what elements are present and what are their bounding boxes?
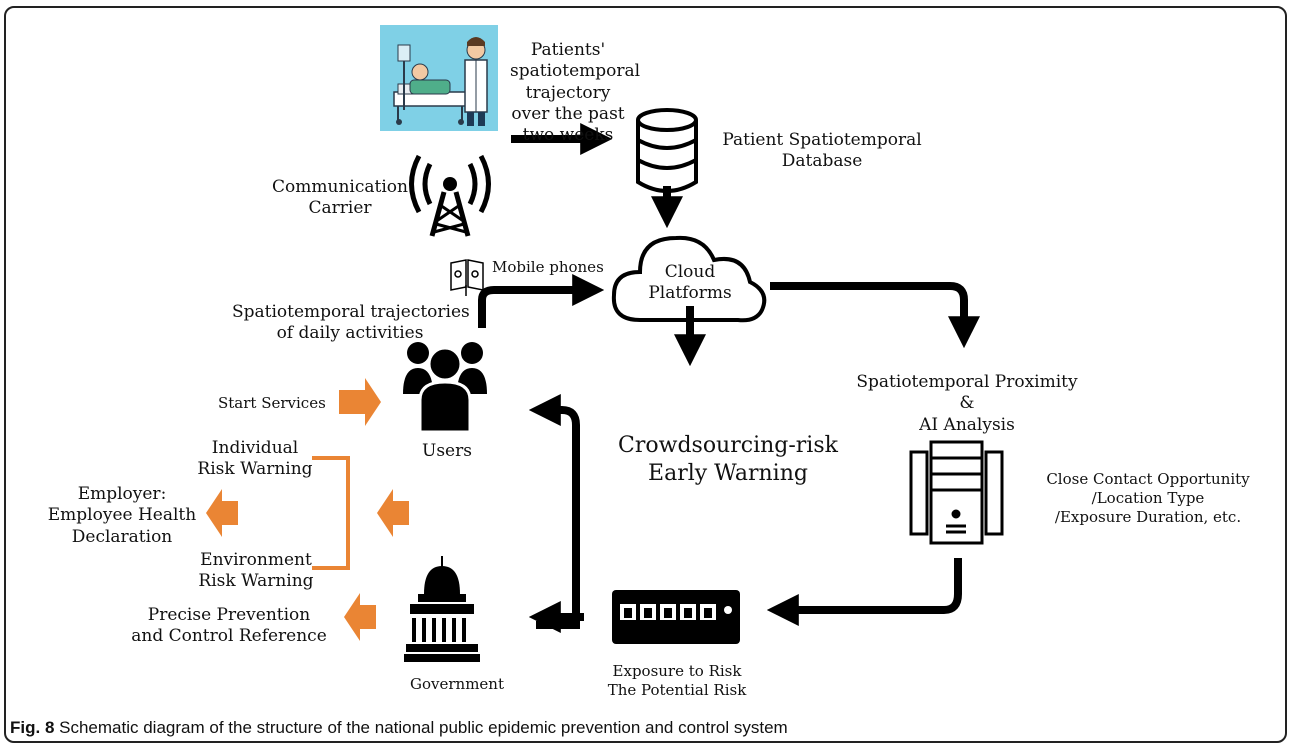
individual-risk-label: Individual Risk Warning [180,438,330,481]
caption-fig-number: Fig. 8 [10,718,55,737]
crowdsourcing-label: Crowdsourcing-risk Early Warning [612,432,844,487]
proximity-label: Spatiotemporal Proximity & AI Analysis [838,372,1096,436]
cloud-line-2: Platforms [648,283,732,304]
environment-risk-line-1: Environment [200,550,312,570]
environment-risk-label: Environment Risk Warning [176,550,336,593]
patient-db-line-2: Database [781,151,863,172]
patient-db-label: Patient Spatiotemporal Database [706,130,938,173]
crowdsourcing-line-2: Early Warning [648,460,808,486]
antenna-tower-icon [409,154,491,237]
arrow-analysis-to-exposure [766,558,962,626]
orange-arrow-to-employer [206,489,238,537]
arrow-cloud-to-analysis [770,282,980,349]
patient-db-line-1: Patient Spatiotemporal [722,130,922,150]
precise-prevention-line-2: and Control Reference [131,626,327,647]
trajectory-line-4: over the past [511,103,625,124]
network-switch-icon [612,590,740,644]
orange-arrow-to-precise [344,593,376,641]
daily-trajectories-line-2: of daily activities [276,323,424,344]
close-contact-label: Close Contact Opportunity /Location Type… [1018,470,1278,526]
users-group-icon [403,342,487,434]
cloud-line-1: Cloud [664,262,716,282]
comm-carrier-line-2: Carrier [308,198,372,219]
users-label: Users [422,441,472,461]
figure-caption: Fig. 8 Schematic diagram of the structur… [10,718,788,738]
exposure-line-1: Exposure to Risk [612,662,742,680]
employer-line-2: Employee Health [47,505,197,526]
daily-trajectories-line-1: Spatiotemporal trajectories [232,302,470,322]
trajectory-line-3: trajectory [525,82,611,103]
arrow-users-to-cloud [478,274,605,328]
government-building-icon [404,556,480,662]
server-icon [909,440,1004,545]
arrow-government-to-users [528,394,580,629]
exposure-label: Exposure to Risk The Potential Risk [574,662,780,700]
individual-risk-line-1: Individual [211,438,299,458]
close-contact-line-1: Close Contact Opportunity [1046,470,1250,488]
employer-label: Employer: Employee Health Declaration [40,484,204,548]
proximity-line-1: Spatiotemporal Proximity [856,372,1078,392]
trajectory-label: Patients' spatiotemporal trajectory over… [510,40,641,146]
crowdsourcing-line-1: Crowdsourcing-risk [618,433,838,458]
trajectory-line-2: spatiotemporal [510,61,641,82]
exposure-line-2: The Potential Risk [607,680,747,699]
employer-line-1: Employer: [77,484,167,504]
orange-arrow-to-bracket [377,489,409,537]
daily-trajectories-label: Spatiotemporal trajectories of daily act… [232,302,470,345]
orange-elements [206,378,409,641]
precise-prevention-line-1: Precise Prevention [147,605,311,625]
employer-line-3: Declaration [71,526,173,547]
government-label: Government [410,675,504,693]
close-contact-line-3: /Exposure Duration, etc. [1054,507,1242,526]
caption-text: Schematic diagram of the structure of th… [59,718,788,737]
comm-carrier-label: Communication Carrier [267,177,413,220]
precise-prevention-label: Precise Prevention and Control Reference [126,605,332,648]
black-arrows [478,123,980,633]
close-contact-line-2: /Location Type [1091,488,1205,507]
orange-bracket [312,456,350,570]
orange-arrow-start-services [339,378,381,426]
proximity-line-2: & [959,393,975,414]
hospital-photo [380,25,498,131]
environment-risk-line-2: Risk Warning [198,571,314,592]
comm-carrier-line-1: Communication [272,177,408,197]
cloud-label: Cloud Platforms [640,262,740,305]
start-services-label: Start Services [218,394,326,412]
proximity-line-3: AI Analysis [919,414,1015,435]
database-icon [636,108,698,193]
individual-risk-line-2: Risk Warning [197,459,313,480]
mobile-phone-icon [450,259,484,296]
trajectory-line-1: Patients' [530,40,606,60]
cloud-icon [611,235,767,323]
mobile-phones-label: Mobile phones [492,258,604,276]
trajectory-line-5: two weeks [522,125,614,145]
